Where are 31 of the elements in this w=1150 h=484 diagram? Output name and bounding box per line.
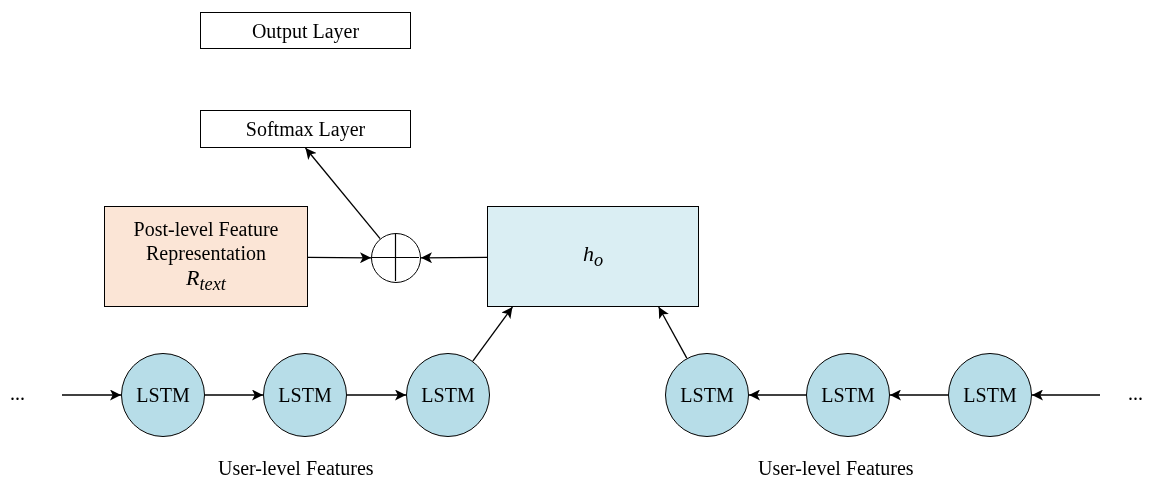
arrow <box>304 147 381 240</box>
arrow <box>307 252 372 264</box>
hidden-state-box <box>487 206 699 307</box>
node-label: Post-level Feature Representation <box>132 216 280 265</box>
arrow <box>748 389 807 401</box>
feature-representation-box <box>104 206 308 307</box>
arrow <box>889 389 949 401</box>
softmax-layer-box <box>200 110 411 148</box>
arrow <box>1031 389 1101 401</box>
node-label: LSTM <box>278 383 332 407</box>
arrow <box>472 306 514 362</box>
node-label: LSTM <box>680 383 734 407</box>
section-label: User-level Features <box>218 457 374 480</box>
arrow <box>204 389 264 401</box>
arrow <box>61 389 122 401</box>
arrow <box>658 306 688 359</box>
math-symbol: h$_{o}$ <box>582 240 604 273</box>
arrow <box>420 252 488 264</box>
node-label: LSTM <box>136 383 190 407</box>
node-label: LSTM <box>821 383 875 407</box>
ellipsis-text: ... <box>1128 382 1143 405</box>
node-label: Softmax Layer <box>245 117 366 141</box>
output-layer-box <box>200 12 411 49</box>
math-symbol: R$_{text}$ <box>186 264 226 297</box>
ellipsis-text: ... <box>10 382 25 405</box>
section-label: User-level Features <box>758 457 914 480</box>
sum-operator <box>371 233 421 283</box>
node-label: LSTM <box>421 383 475 407</box>
node-label: Output Layer <box>251 18 360 43</box>
node-label: LSTM <box>963 383 1017 407</box>
arrow <box>346 389 407 401</box>
